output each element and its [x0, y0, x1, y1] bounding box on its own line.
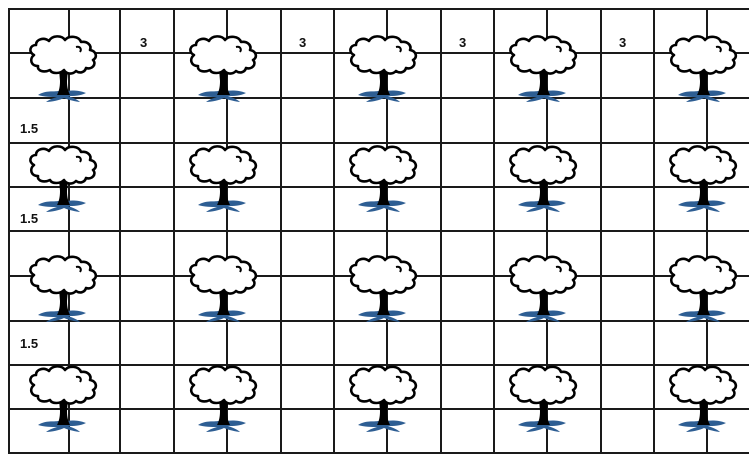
tree-icon — [344, 253, 424, 325]
tree-icon — [184, 143, 264, 215]
tree-icon — [184, 33, 264, 105]
tree-icon — [664, 33, 744, 105]
column-spacing-label: 3 — [299, 36, 306, 50]
column-spacing-label: 3 — [140, 36, 147, 50]
tree-icon — [24, 143, 104, 215]
tree-icon — [664, 253, 744, 325]
tree-icon — [24, 33, 104, 105]
tree-icon — [344, 143, 424, 215]
row-spacing-label: 1.5 — [20, 337, 38, 351]
tree-icon — [504, 253, 584, 325]
grid-line-horizontal — [8, 230, 749, 232]
column-spacing-label: 3 — [619, 36, 626, 50]
tree-icon — [344, 33, 424, 105]
tree-icon — [184, 363, 264, 435]
tree-icon — [24, 253, 104, 325]
column-spacing-label: 3 — [459, 36, 466, 50]
tree-icon — [184, 253, 264, 325]
row-spacing-label: 1.5 — [20, 122, 38, 136]
tree-icon — [24, 363, 104, 435]
tree-icon — [504, 33, 584, 105]
tree-icon — [504, 363, 584, 435]
tree-icon — [664, 363, 744, 435]
tree-icon — [504, 143, 584, 215]
tree-icon — [344, 363, 424, 435]
tree-icon — [664, 143, 744, 215]
